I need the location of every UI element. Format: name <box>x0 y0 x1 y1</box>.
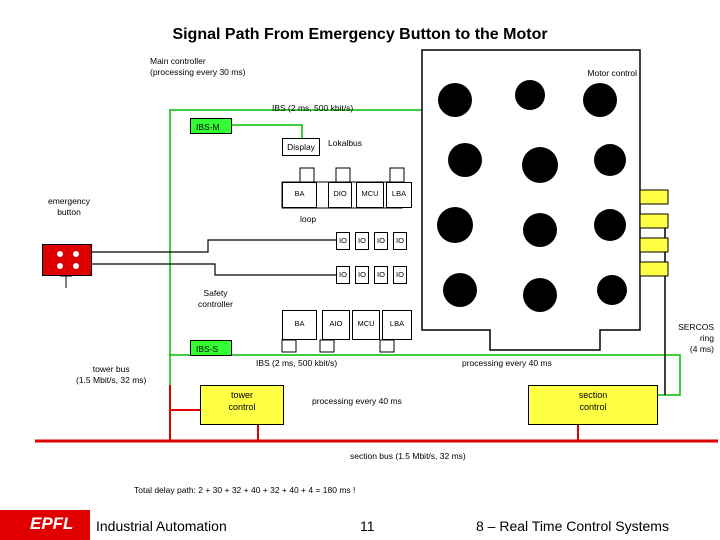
motor-icon <box>438 83 472 117</box>
lokalbus-label: Lokalbus <box>328 138 363 148</box>
connector <box>319 339 335 353</box>
rack-top-dio: DIO <box>328 182 352 208</box>
motor-icon <box>443 273 477 307</box>
connector <box>379 339 395 353</box>
io-module: IO <box>374 232 388 250</box>
io-module: IO <box>355 266 369 284</box>
rack-bottom-ba: BA <box>282 310 317 340</box>
loop-label: loop <box>300 214 317 224</box>
io-module: IO <box>336 232 350 250</box>
processing-40-mid-label: processing every 40 ms <box>312 396 402 406</box>
loop-wire-top <box>92 239 336 253</box>
motor-icon <box>594 209 626 241</box>
motor-icon <box>515 80 545 110</box>
ibs-bottom-label: IBS (2 ms, 500 kbit/s) <box>256 358 338 368</box>
tower-control-box: tower control <box>200 385 284 425</box>
epfl-logo: EPFL <box>0 510 90 540</box>
connector <box>389 167 405 183</box>
motor-icon <box>583 83 617 117</box>
drive-unit <box>639 189 669 205</box>
io-module: IO <box>393 232 407 250</box>
drive-unit <box>639 237 669 253</box>
motor-control-label: Motor control <box>587 68 637 78</box>
ibs-top-line <box>169 109 422 125</box>
tower-bus-label: tower bus (1.5 Mbit/s, 32 ms) <box>76 364 147 385</box>
motor-icon <box>594 144 626 176</box>
section-control-box: section control <box>528 385 658 425</box>
connector <box>281 339 297 353</box>
footer-page-number: 11 <box>360 518 375 534</box>
safety-controller-label: Safety controller <box>198 288 233 309</box>
loop-wire-bottom <box>92 263 336 276</box>
io-module: IO <box>374 266 388 284</box>
rack-top-lba: LBA <box>386 182 412 208</box>
motor-icon <box>437 207 473 243</box>
io-module: IO <box>355 232 369 250</box>
motor-icon <box>523 278 557 312</box>
connector <box>335 167 351 183</box>
page-title: Signal Path From Emergency Button to the… <box>172 26 548 43</box>
rack-top-ba: BA <box>282 182 317 208</box>
sercos-ring-label: SERCOS ring (4 ms) <box>678 322 714 354</box>
ibs-top-label: IBS (2 ms, 500 kbit/s) <box>272 103 354 113</box>
rack-bottom-lba: LBA <box>382 310 412 340</box>
rack-bottom-mcu: MCU <box>352 310 380 340</box>
emergency-button-label: emergency button <box>48 196 91 217</box>
footer-course-title: Industrial Automation <box>96 518 227 534</box>
footer: EPFL Industrial Automation 11 8 – Real T… <box>0 510 720 540</box>
total-delay-label: Total delay path: 2 + 30 + 32 + 40 + 32 … <box>134 485 356 495</box>
footer-chapter-title: 8 – Real Time Control Systems <box>476 518 669 534</box>
rack-top-mcu: MCU <box>356 182 384 208</box>
button-dot-icon <box>57 263 63 269</box>
io-module: IO <box>336 266 350 284</box>
ibs-bottom-line <box>170 354 681 396</box>
drive-unit <box>639 261 669 277</box>
section-bus-label: section bus (1.5 Mbit/s, 32 ms) <box>350 451 466 461</box>
motor-icon <box>597 275 627 305</box>
motor-icon <box>523 213 557 247</box>
processing-40-right-label: processing every 40 ms <box>462 358 552 368</box>
motor-icon <box>448 143 482 177</box>
io-module: IO <box>393 266 407 284</box>
main-controller-label: Main controller (processing every 30 ms) <box>150 56 246 77</box>
ibs-m-box: IBS-M <box>190 118 232 134</box>
ibs-m-display-line <box>232 124 303 138</box>
ibs-s-box: IBS-S <box>190 340 232 356</box>
rack-bottom-aio: AIO <box>322 310 350 340</box>
display-box: Display <box>282 138 320 156</box>
motor-cabinet-outline <box>421 49 641 351</box>
button-dot-icon <box>73 263 79 269</box>
button-dot-icon <box>57 251 63 257</box>
connector <box>299 167 315 183</box>
drive-unit <box>639 213 669 229</box>
motor-icon <box>522 147 558 183</box>
button-dot-icon <box>73 251 79 257</box>
emergency-button <box>42 244 92 276</box>
